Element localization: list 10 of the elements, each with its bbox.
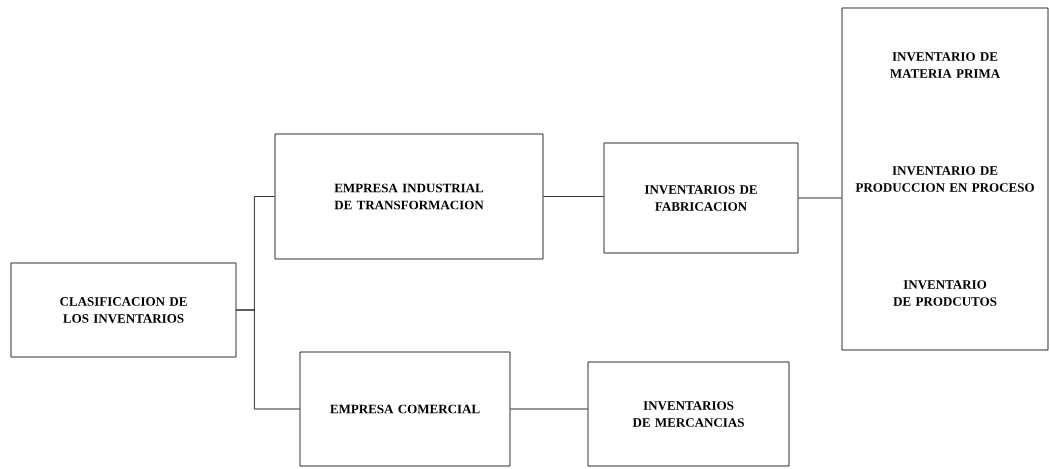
process-box: EMPRESA COMERCIAL: [299, 351, 511, 467]
process-box: CLASIFICACION DE LOS INVENTARIOS: [10, 262, 237, 358]
process-box: INVENTARIOS DE MERCANCIAS: [587, 361, 790, 467]
process-box: INVENTARIOS DE FABRICACION: [603, 142, 799, 254]
list-box: INVENTARIO DE MATERIA PRIMA INVENTARIO DE PRODUCCION EN PROCESO INVENTARIO DE PRODCUTOS: [841, 7, 1049, 351]
process-box: EMPRESA INDUSTRIAL DE TRANSFORMACION: [274, 133, 544, 260]
connector-line: [798, 197, 842, 199]
connector-line: [510, 408, 588, 410]
connector-line: [236, 309, 300, 410]
connector-line: [543, 196, 604, 197]
